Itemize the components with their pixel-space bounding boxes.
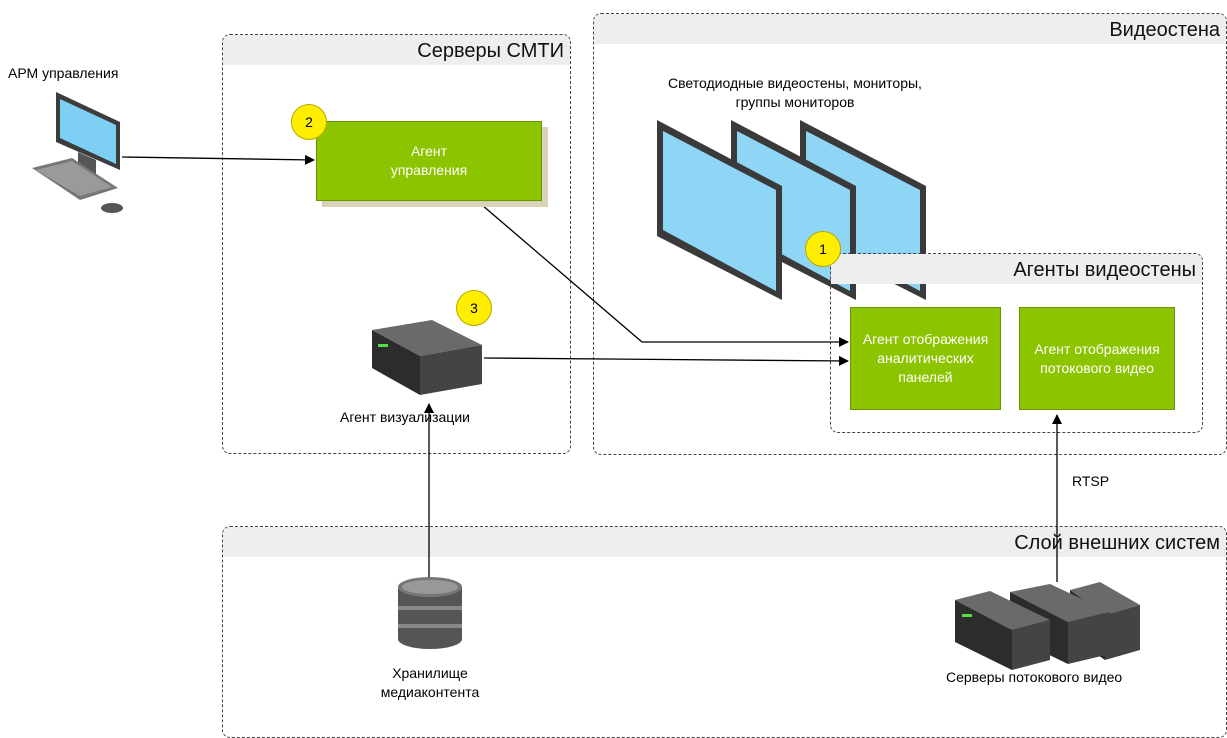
stream-video-agent[interactable]: Агент отображения потокового видео — [1019, 307, 1175, 410]
stream-video-agent-label: Агент отображения потокового видео — [1034, 340, 1160, 376]
control-agent[interactable]: Агент управления — [316, 121, 542, 201]
media-storage-label: Хранилище медиаконтента — [380, 665, 480, 700]
group-wall-agents: Агенты видеостены — [830, 253, 1203, 433]
group-smti-servers: Серверы СМТИ — [222, 34, 571, 454]
edge-viz-to-analytics — [483, 355, 849, 366]
badge-3: 3 — [456, 290, 492, 326]
displays-label: Светодиодные видеостены, мониторы, групп… — [668, 75, 922, 110]
group-title-videowall: Видеостена — [1109, 19, 1220, 41]
edge-control-to-analytics — [474, 198, 849, 347]
group-title-smti-servers: Серверы СМТИ — [417, 40, 564, 62]
analytics-panels-agent[interactable]: Агент отображения аналитических панелей — [850, 307, 1001, 410]
viz-agent-label: Агент визуализации — [340, 409, 470, 425]
stream-servers-label: Серверы потокового видео — [946, 669, 1123, 685]
monitor-icon — [657, 120, 782, 300]
edge-workstation-to-control — [121, 154, 315, 165]
badge-2: 2 — [291, 104, 327, 140]
control-agent-label: Агент управления — [390, 143, 468, 178]
badge-1: 1 — [805, 231, 841, 267]
analytics-panels-agent-label: Агент отображения аналитических панелей — [862, 331, 989, 385]
group-title-wall-agents: Агенты видеостены — [1013, 259, 1196, 281]
rtsp-label: RTSP — [1072, 473, 1110, 489]
group-title-external-systems: Слой внешних систем — [1014, 532, 1220, 554]
group-videowall: Видеостена — [593, 13, 1227, 455]
workstation-label: АРМ управления — [8, 65, 119, 81]
